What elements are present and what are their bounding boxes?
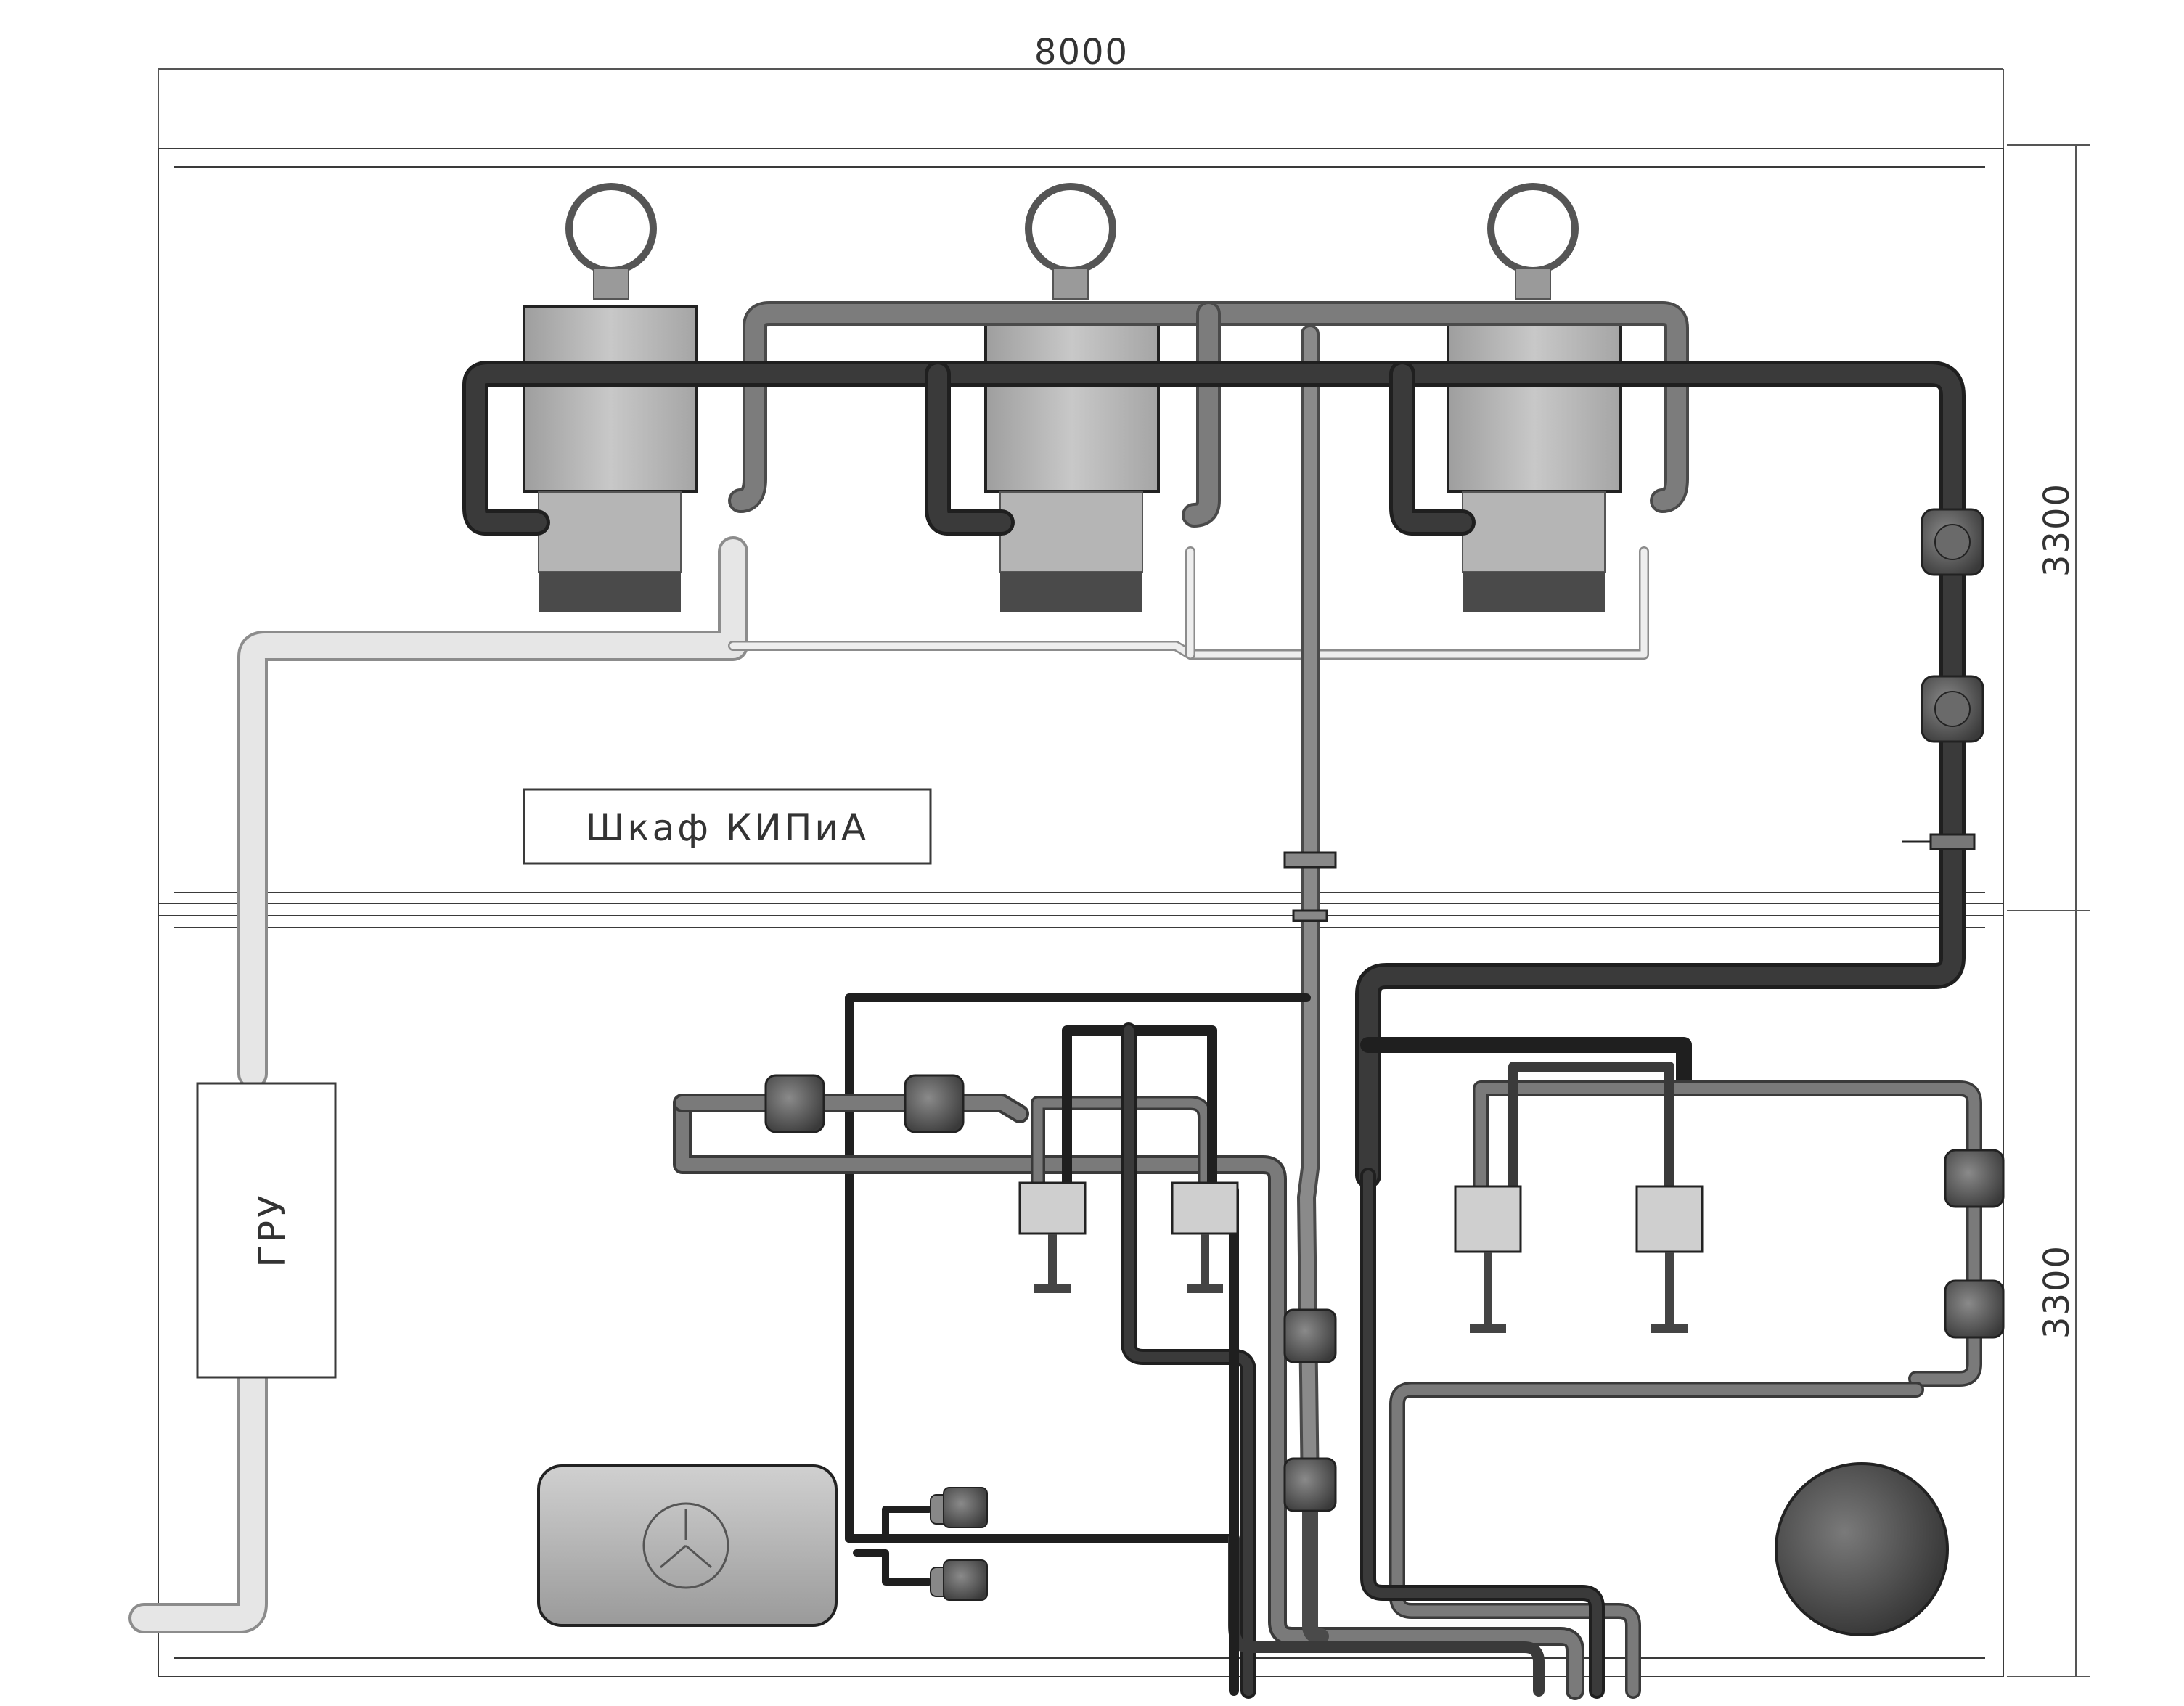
makeup-tank <box>537 1464 838 1627</box>
dimension-right <box>2007 144 2090 1677</box>
boiler-lower-body <box>999 491 1143 573</box>
lower-piping <box>673 993 1982 1700</box>
return-pump-2 <box>1921 675 1984 743</box>
dimension-height-lower-label: 3300 <box>2037 1244 2077 1339</box>
makeup-pump-2 <box>930 1559 988 1601</box>
cabinet-box <box>523 788 932 865</box>
riser-pump-2 <box>1283 1457 1337 1512</box>
cabinet-label: Шкаф КИПиА <box>586 807 869 849</box>
return-header <box>462 361 1966 1189</box>
boiler-3 <box>1447 183 1622 612</box>
right-loop-pump-1 <box>1944 1149 2005 1208</box>
chimney-ring <box>1025 183 1116 274</box>
dimension-height-upper-label: 3300 <box>2037 483 2077 577</box>
gas-unit-box <box>196 1082 337 1379</box>
circuit-pump-2 <box>904 1074 965 1133</box>
heat-exchanger-4 <box>1635 1185 1704 1333</box>
heat-exchanger-2 <box>1171 1181 1239 1293</box>
boiler-base <box>1000 572 1142 612</box>
chimney-ring <box>1487 183 1579 274</box>
right-loop-pump-2 <box>1944 1279 2005 1339</box>
boiler-lower-body <box>1462 491 1606 573</box>
makeup-pump-1 <box>930 1487 988 1528</box>
heat-exchanger-1 <box>1018 1181 1087 1293</box>
heat-exchanger-3 <box>1454 1185 1522 1333</box>
boiler-upper-body <box>984 321 1160 493</box>
room-outline <box>158 148 2004 1677</box>
boiler-upper-body <box>523 305 698 493</box>
gas-unit-label: ГРУ <box>251 1192 293 1267</box>
expansion-vessel <box>1775 1462 1949 1636</box>
boiler-2 <box>984 183 1160 612</box>
chimney-ring <box>565 183 657 274</box>
boiler-1 <box>523 183 698 612</box>
boiler-upper-body <box>1447 321 1622 493</box>
riser-pump-1 <box>1283 1308 1337 1363</box>
circuit-pump-1 <box>764 1074 825 1133</box>
gas-pipeline <box>128 536 1649 1633</box>
dimension-width-label: 8000 <box>1034 32 1129 73</box>
return-valve <box>1902 833 1976 850</box>
boiler-lower-body <box>538 491 682 573</box>
return-pump-1 <box>1921 508 1984 576</box>
dimension-top <box>158 68 2004 149</box>
boiler-base <box>1463 572 1605 612</box>
boiler-base <box>539 572 681 612</box>
supply-valve <box>1283 851 1337 922</box>
